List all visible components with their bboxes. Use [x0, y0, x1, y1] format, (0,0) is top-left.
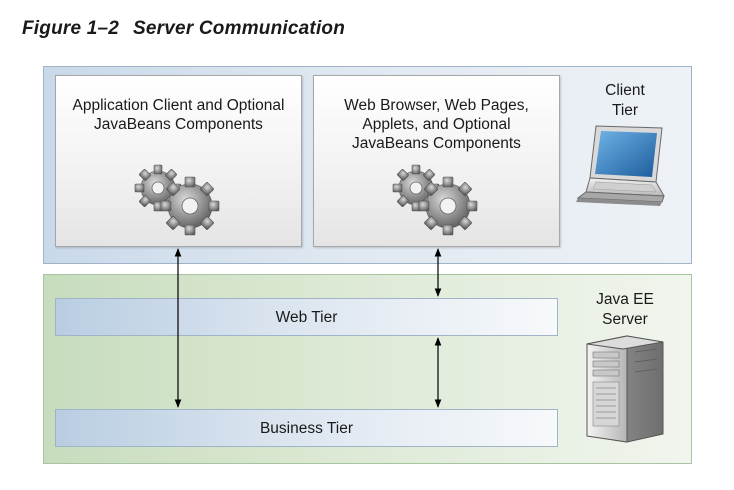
client-tier-label-line: Client	[605, 82, 645, 99]
web-browser-box: Web Browser, Web Pages, Applets, and Opt…	[313, 75, 560, 247]
gears-icon	[392, 164, 478, 236]
client-tier-label: Client Tier	[590, 81, 660, 121]
application-client-label: Application Client and Optional JavaBean…	[56, 96, 301, 134]
figure-caption: Server Communication	[133, 18, 346, 39]
client-tier-label-line: Tier	[611, 102, 639, 119]
web-browser-label-line: JavaBeans Components	[352, 135, 521, 152]
web-tier-bar: Web Tier	[55, 298, 558, 336]
web-browser-label-line: Applets, and Optional	[362, 116, 511, 133]
figure-title: Figure 1–2 Server Communication	[22, 18, 345, 40]
web-browser-label: Web Browser, Web Pages, Applets, and Opt…	[314, 96, 559, 153]
java-ee-server-label-line: Server	[602, 311, 648, 328]
application-client-label-line: JavaBeans Components	[94, 116, 263, 133]
server-tower-icon	[586, 335, 664, 443]
laptop-icon	[576, 125, 665, 206]
application-client-label-line: Application Client and Optional	[72, 97, 285, 114]
web-browser-label-line: Web Browser, Web Pages,	[344, 97, 529, 114]
java-ee-server-label-line: Java EE	[596, 291, 654, 308]
java-ee-server-label: Java EE Server	[580, 290, 670, 330]
gears-icon	[134, 164, 220, 236]
figure-number: Figure 1–2	[22, 18, 120, 39]
application-client-box: Application Client and Optional JavaBean…	[55, 75, 302, 247]
business-tier-bar: Business Tier	[55, 409, 558, 447]
